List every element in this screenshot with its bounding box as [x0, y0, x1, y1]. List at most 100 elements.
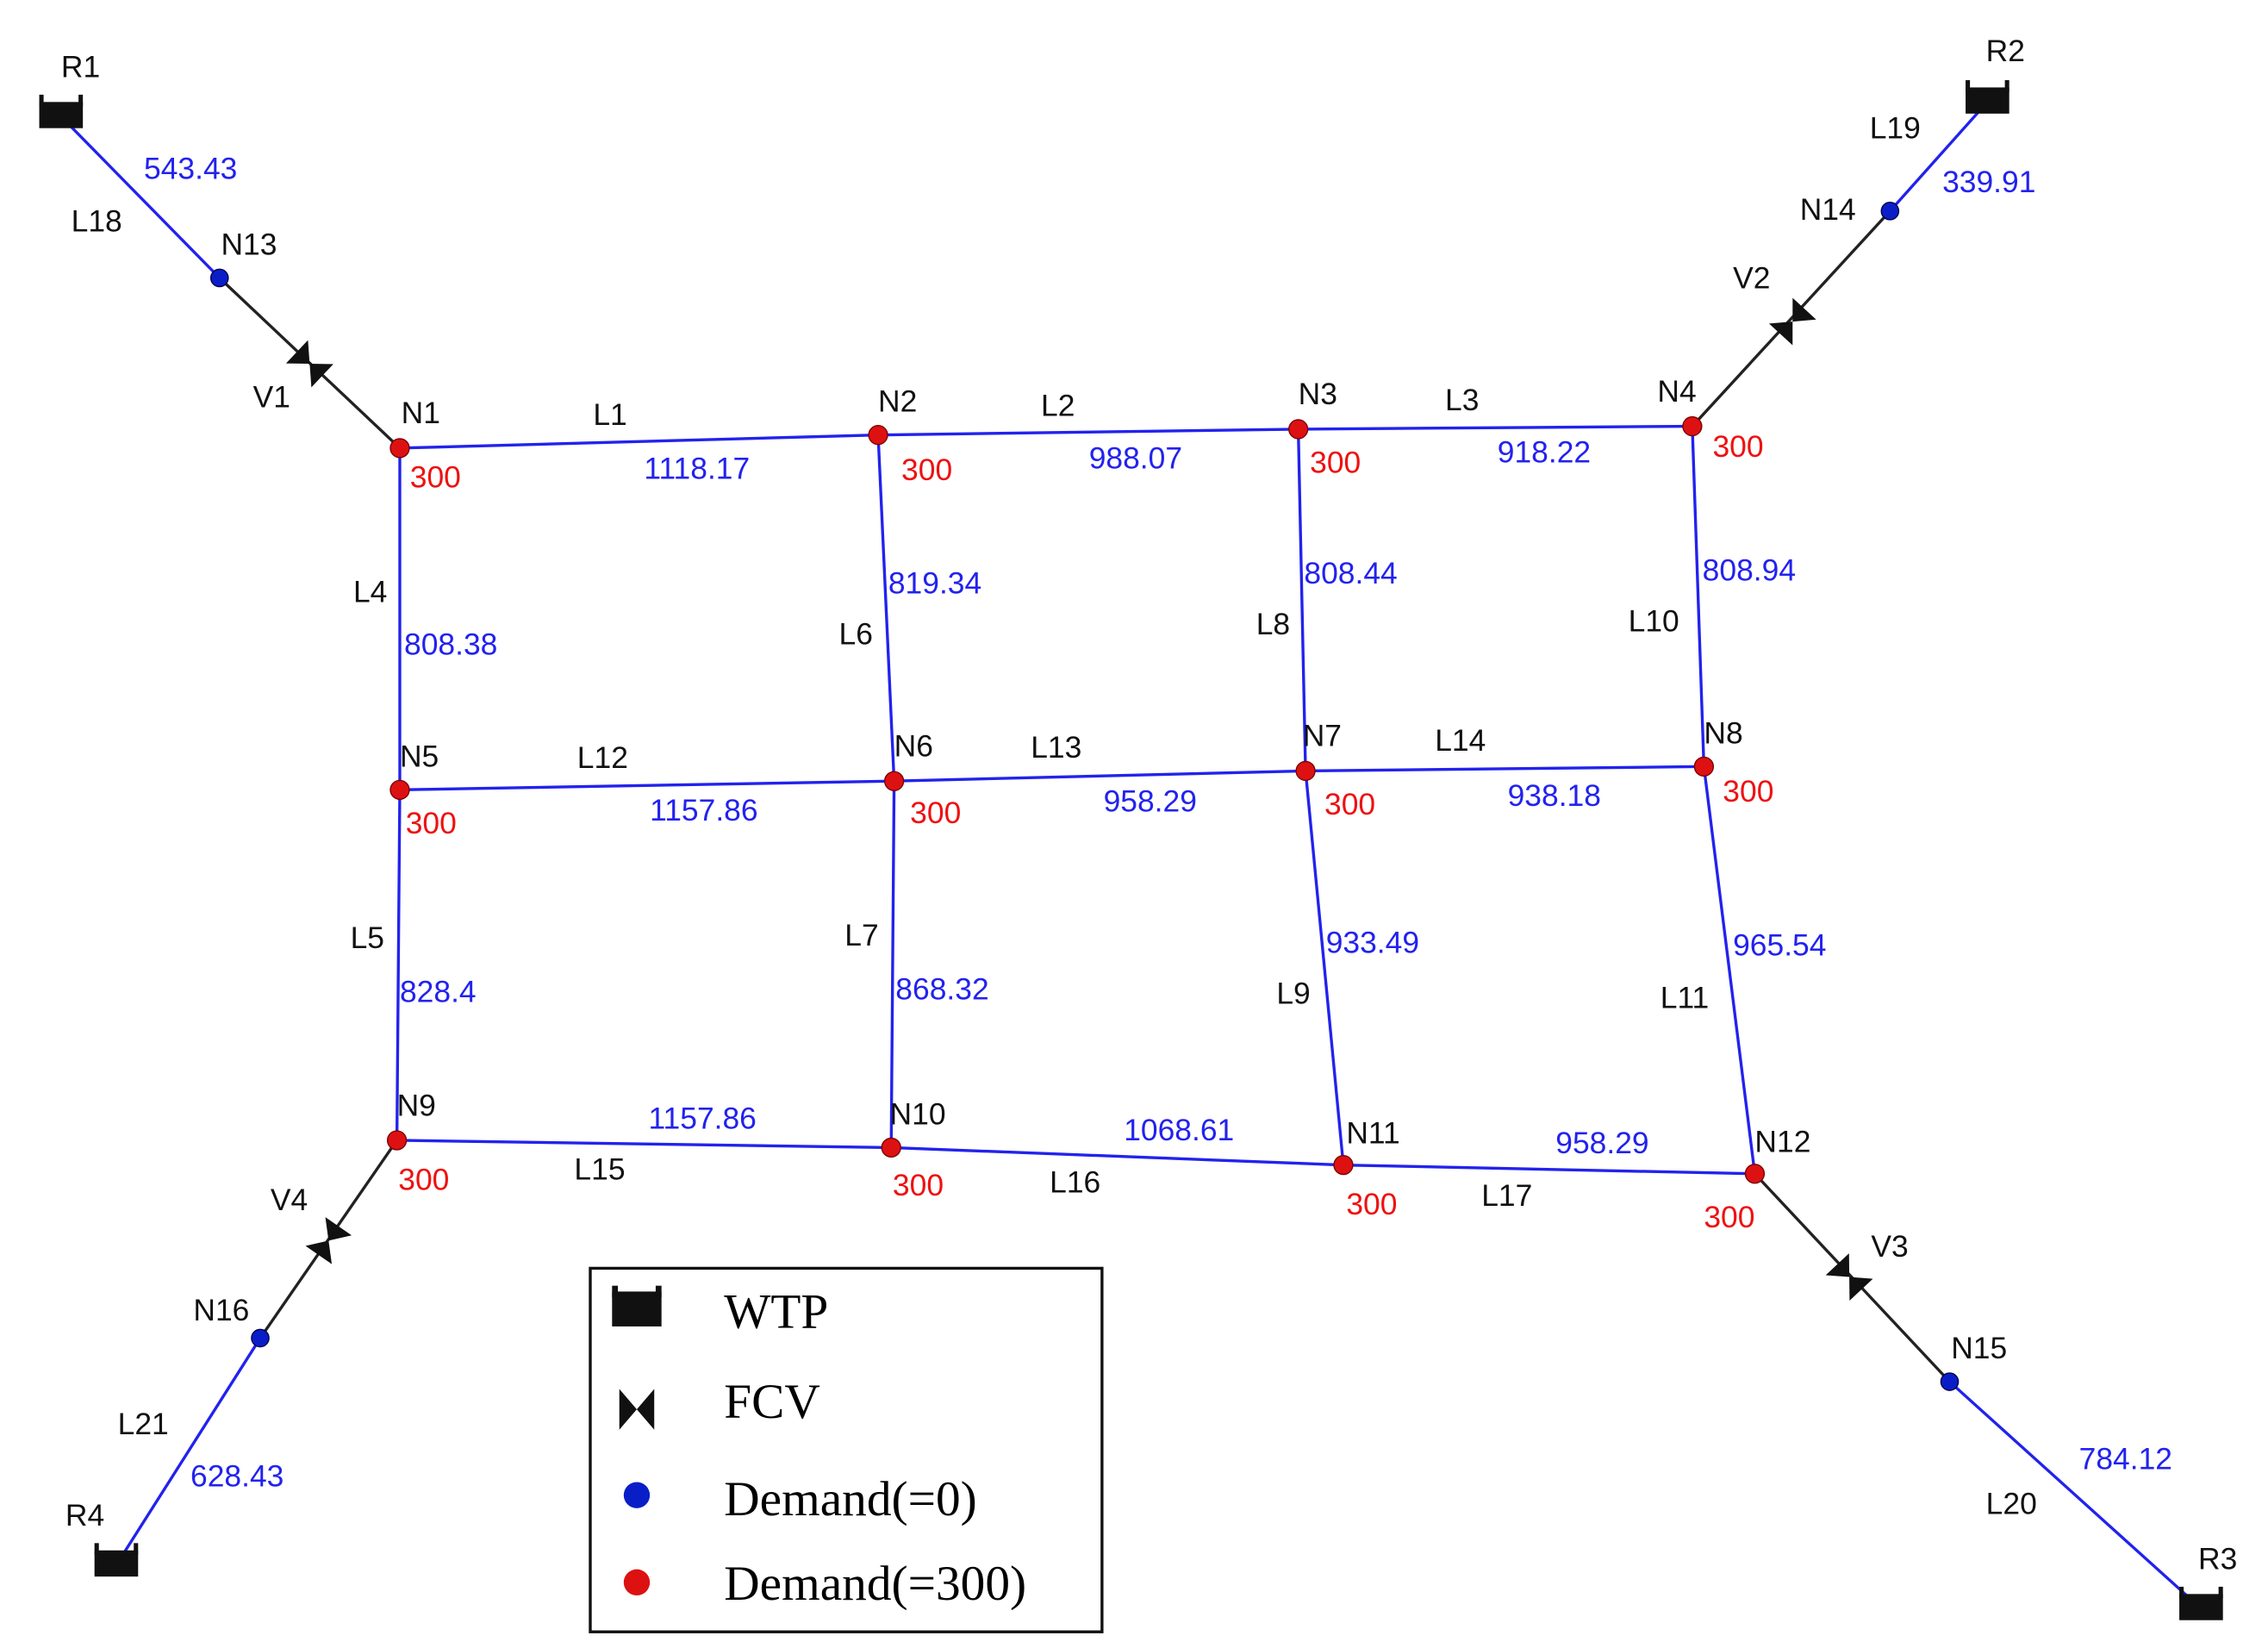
- legend: WTP FCV Demand(=0) Demand(=300): [589, 1266, 1104, 1633]
- node-label-n14: N14: [1800, 192, 1856, 227]
- demand300-icon: [623, 1569, 651, 1596]
- node-label-n6: N6: [894, 729, 933, 764]
- link-length-l20: 784.12: [2079, 1441, 2172, 1476]
- node-n15: [1940, 1372, 1960, 1391]
- pipe-n8-n12: [1702, 766, 1757, 1174]
- node-label-n2: N2: [878, 384, 917, 419]
- symbols-layer: [39, 80, 2223, 1620]
- node-label-n7: N7: [1303, 719, 1342, 753]
- valve-label-v3: V3: [1871, 1229, 1908, 1264]
- node-label-n8: N8: [1704, 715, 1742, 750]
- link-label-l13: L13: [1031, 730, 1081, 765]
- link-label-l6: L6: [839, 617, 873, 652]
- valve-label-v4: V4: [271, 1183, 308, 1217]
- link-label-l11: L11: [1660, 980, 1709, 1014]
- link-label-l10: L10: [1629, 603, 1679, 638]
- pipe-n3-n7: [1296, 428, 1307, 771]
- link-length-l6: 819.34: [888, 566, 981, 601]
- node-n4: [1682, 415, 1703, 437]
- node-n13: [209, 268, 229, 288]
- demand-label-n11: 300: [1346, 1187, 1397, 1221]
- legend-box: [589, 1266, 1104, 1633]
- pipe-n16-r4: [115, 1337, 262, 1566]
- link-length-l11: 965.54: [1733, 928, 1826, 963]
- reservoir-icon-r2: [1966, 80, 2009, 114]
- pipe-n15-r3: [1948, 1380, 2203, 1610]
- node-label-n13: N13: [221, 227, 277, 261]
- node-n11: [1333, 1155, 1354, 1176]
- legend-demand300-label: Demand(=300): [724, 1557, 1026, 1611]
- link-length-l18: 543.43: [144, 152, 237, 186]
- node-label-n10: N10: [890, 1096, 946, 1131]
- reservoir-icon-r4: [94, 1543, 139, 1577]
- link-label-l20: L20: [1986, 1487, 2037, 1521]
- link-label-l4: L4: [353, 575, 387, 609]
- reservoir-label-r4: R4: [65, 1498, 104, 1533]
- pipe-n5-n9: [395, 790, 402, 1140]
- valve-label-v1: V1: [253, 380, 290, 415]
- demand-label-n9: 300: [398, 1162, 449, 1196]
- link-label-l2: L2: [1041, 389, 1075, 423]
- node-label-n5: N5: [400, 739, 439, 773]
- node-n1: [389, 438, 410, 459]
- demand-label-n8: 300: [1723, 774, 1773, 808]
- pipe-n5-n6: [399, 779, 894, 792]
- pipe-n7-n11: [1304, 771, 1345, 1165]
- reservoir-label-r2: R2: [1986, 34, 2025, 68]
- pipe-n4-n8: [1691, 426, 1706, 767]
- pipe-n2-n6: [876, 434, 896, 782]
- link-label-l21: L21: [118, 1407, 169, 1441]
- node-n2: [868, 425, 888, 446]
- pipe-n13-n1: [218, 277, 402, 450]
- link-label-l1: L1: [593, 397, 626, 432]
- labels-layer: N1300N2300N3300N4300N5300N6300N7300N8300…: [61, 34, 2237, 1576]
- link-length-l14: 938.18: [1508, 778, 1601, 813]
- wtp-icon: [612, 1285, 662, 1327]
- legend-fcv-label: FCV: [724, 1375, 820, 1429]
- node-label-n4: N4: [1657, 374, 1696, 409]
- link-label-l17: L17: [1481, 1178, 1532, 1213]
- node-n8: [1693, 756, 1715, 777]
- valve-icon-v2: [1768, 297, 1816, 346]
- pipes-layer: [59, 101, 2203, 1610]
- pipe-n1-n2: [399, 433, 879, 450]
- demand-label-n7: 300: [1324, 787, 1375, 821]
- demand0-icon: [623, 1482, 651, 1508]
- link-length-l15: 1157.86: [648, 1101, 756, 1135]
- node-n10: [881, 1137, 901, 1158]
- link-length-l7: 868.32: [895, 971, 988, 1006]
- legend-wtp-label: WTP: [724, 1285, 828, 1339]
- pipe-n6-n10: [889, 781, 896, 1148]
- reservoir-icon-r3: [2179, 1586, 2223, 1620]
- node-label-n12: N12: [1754, 1124, 1810, 1158]
- link-length-l4: 808.38: [404, 627, 497, 661]
- node-label-n16: N16: [193, 1293, 249, 1327]
- node-n6: [883, 771, 905, 791]
- link-length-l10: 808.94: [1703, 552, 1796, 587]
- valve-icon-v1: [285, 340, 333, 388]
- pipe-n9-n10: [396, 1139, 892, 1150]
- reservoir-icon-r1: [39, 94, 84, 128]
- link-length-l13: 958.29: [1104, 784, 1197, 819]
- link-length-l21: 628.43: [190, 1459, 284, 1494]
- node-label-n1: N1: [402, 396, 440, 430]
- link-label-l18: L18: [72, 203, 122, 238]
- valve-icon-v4: [305, 1217, 352, 1264]
- pipe-n7-n8: [1305, 765, 1704, 773]
- link-label-l7: L7: [844, 918, 878, 952]
- link-length-l12: 1157.86: [650, 793, 757, 827]
- node-n12: [1744, 1164, 1766, 1184]
- node-n9: [386, 1130, 408, 1151]
- fcv-icon: [619, 1389, 655, 1430]
- pipe-n10-n11: [891, 1145, 1344, 1167]
- link-label-l3: L3: [1445, 383, 1479, 417]
- legend-demand0-label: Demand(=0): [724, 1472, 977, 1526]
- link-label-l8: L8: [1256, 607, 1290, 641]
- node-label-n3: N3: [1299, 377, 1337, 411]
- node-n5: [389, 779, 410, 800]
- pipe-n14-n4: [1691, 209, 1891, 428]
- demand-label-n3: 300: [1310, 446, 1361, 480]
- link-label-l12: L12: [577, 740, 628, 775]
- link-length-l5: 828.4: [400, 975, 477, 1009]
